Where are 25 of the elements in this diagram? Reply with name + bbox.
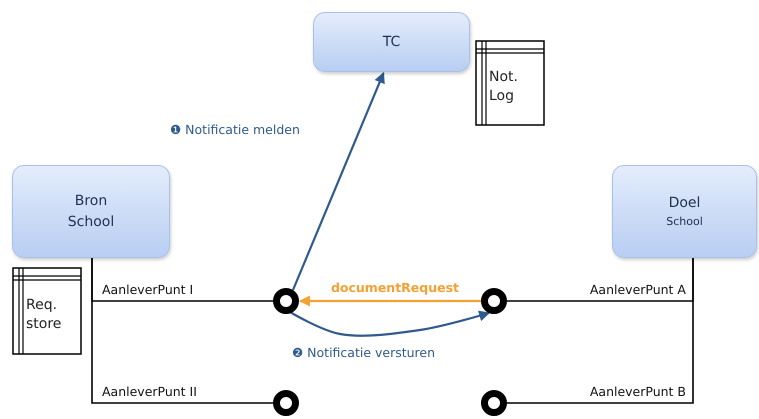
rounded-box (612, 165, 757, 258)
ring-connector (273, 390, 299, 416)
node-label: TC (382, 32, 400, 52)
node-label: Bron School (66, 192, 116, 232)
ring-connector (481, 390, 507, 416)
edge-label: AanleverPunt II (100, 384, 199, 399)
store-label: Req. store (26, 296, 62, 334)
edge-label: AanleverPunt A (588, 282, 688, 297)
connector (298, 296, 481, 306)
node-label: School (666, 214, 703, 230)
connector (91, 258, 273, 404)
ring-connector (481, 288, 507, 314)
edge-label: documentRequest (328, 280, 462, 295)
store-label: Not. Log (489, 68, 519, 106)
connector (292, 72, 385, 290)
node-label: Doel (668, 194, 700, 213)
rounded-box (12, 165, 170, 258)
connector (507, 258, 694, 404)
data-store-symbol (12, 267, 82, 355)
connector (289, 310, 490, 337)
ring-connector (273, 288, 299, 314)
edge-label: ❶ Notificatie melden (168, 122, 302, 137)
data-store-symbol (475, 40, 545, 126)
edge-label: AanleverPunt B (588, 384, 688, 399)
rounded-box (313, 12, 470, 72)
